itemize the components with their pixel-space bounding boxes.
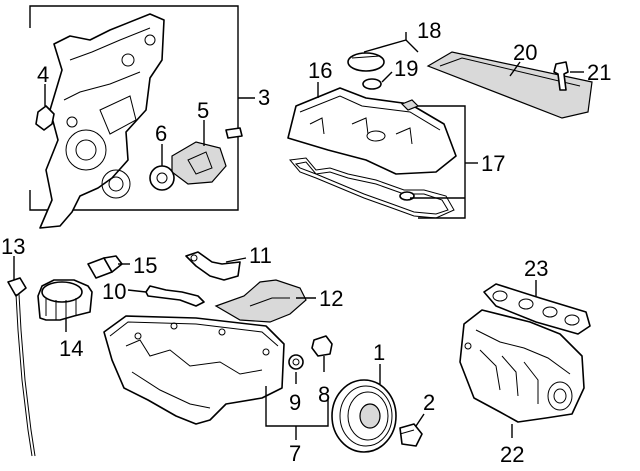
callout-15: 15 [133, 253, 157, 278]
part-2-pulley-bolt[interactable] [399, 413, 425, 447]
callout-3: 3 [258, 85, 270, 110]
chain-case[interactable] [39, 13, 165, 229]
inset-frame [29, 5, 239, 211]
callout-23: 23 [524, 256, 548, 281]
part-8-drain-plug[interactable] [311, 335, 333, 372]
callout-2: 2 [423, 390, 435, 415]
part-9-washer[interactable] [288, 354, 304, 384]
callout-12: 12 [319, 286, 343, 311]
case-bolt[interactable] [225, 127, 243, 139]
callout-19: 19 [394, 56, 418, 81]
callout-18: 18 [417, 18, 441, 43]
callout-22: 22 [500, 442, 524, 467]
engine-cover-group[interactable] [426, 51, 593, 119]
callout-20: 20 [513, 40, 537, 65]
part-13-dipstick[interactable] [7, 256, 36, 457]
part-1-crank-pulley[interactable] [331, 364, 397, 453]
part-5-pump-cover[interactable] [171, 141, 227, 185]
leader-11 [225, 257, 247, 263]
callout-4: 4 [37, 62, 49, 87]
callout-8: 8 [318, 382, 330, 407]
callout-21: 21 [587, 60, 611, 85]
grommet-bottom[interactable] [399, 191, 415, 201]
part-19-o-ring[interactable] [362, 78, 382, 90]
leader-19 [381, 71, 393, 83]
part-4-seal[interactable] [35, 105, 55, 131]
callout-14: 14 [59, 336, 83, 361]
callout-labels: 1 2 3 4 5 6 7 8 9 10 11 12 13 14 15 16 1… [1, 18, 611, 467]
callout-7: 7 [289, 441, 301, 466]
part-15-switch[interactable] [87, 255, 130, 279]
part-11-bracket[interactable] [185, 251, 247, 281]
callout-5: 5 [197, 98, 209, 123]
leader-2 [415, 413, 425, 427]
callout-6: 6 [155, 121, 167, 146]
part-21-bolt[interactable] [553, 61, 569, 91]
part-20-engine-cover[interactable] [426, 51, 593, 119]
oil-cap-group[interactable] [347, 32, 419, 90]
part-17-gasket[interactable] [289, 157, 455, 219]
callout-11: 11 [249, 243, 272, 268]
leader-17 [418, 105, 466, 219]
part-3-chain-case-group[interactable] [29, 5, 255, 229]
leader-20 [509, 61, 521, 77]
part-22-intake-manifold[interactable] [459, 309, 585, 438]
valve-cover-group[interactable] [287, 82, 478, 219]
callout-13: 13 [1, 234, 25, 259]
part-12-baffle[interactable] [214, 279, 316, 323]
leader-7 [265, 386, 329, 427]
part-23-intake-gasket[interactable] [483, 280, 591, 335]
part-10-gasket[interactable] [127, 285, 205, 307]
part-14-oil-filter[interactable] [37, 279, 93, 332]
leader-10 [127, 289, 147, 293]
leader-18 [363, 39, 419, 53]
callout-16: 16 [308, 58, 332, 83]
part-6-pulley[interactable] [149, 165, 175, 191]
callout-17: 17 [481, 151, 505, 176]
oil-pan-group[interactable] [103, 315, 329, 440]
oil-pan[interactable] [103, 315, 285, 425]
callout-9: 9 [289, 390, 301, 415]
callout-1: 1 [373, 340, 385, 365]
callout-10: 10 [102, 279, 126, 304]
